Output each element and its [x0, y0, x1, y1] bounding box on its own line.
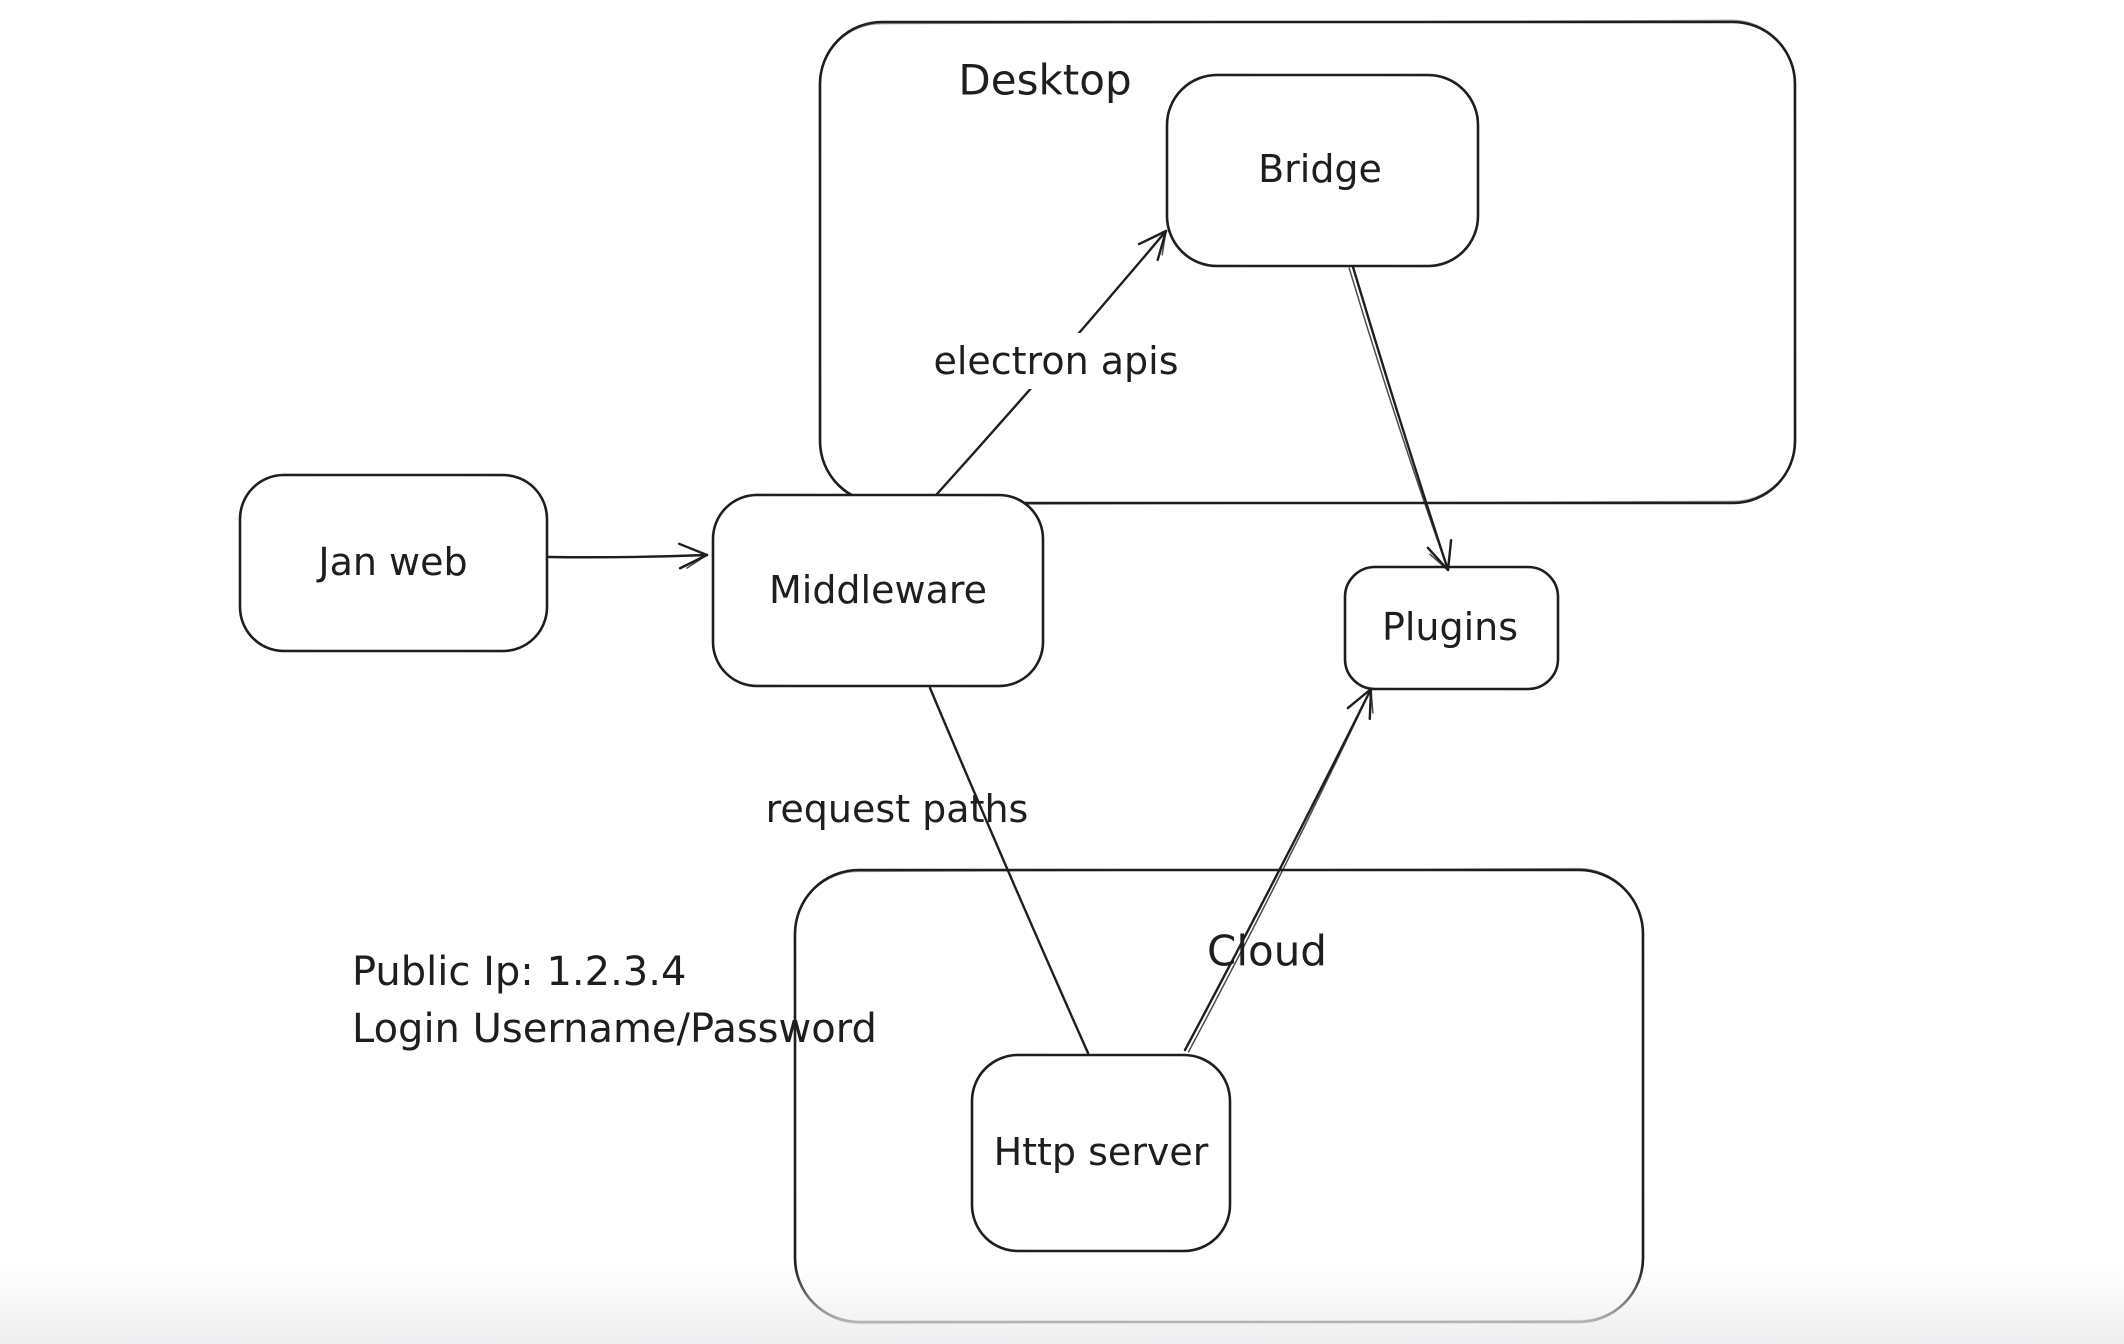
container-label-desktop: Desktop: [958, 56, 1131, 105]
edge-middleware-to-httpserver[interactable]: request paths: [766, 686, 1090, 1055]
node-label-middleware: Middleware: [769, 568, 987, 612]
annotation-public-ip: Public Ip: 1.2.3.4: [352, 949, 687, 995]
container-label-cloud: Cloud: [1207, 927, 1327, 976]
edge-bridge-to-plugins[interactable]: [1348, 265, 1453, 572]
edge-httpserver-to-plugins[interactable]: [1183, 687, 1374, 1053]
edge-label-middleware-to-httpserver: request paths: [766, 787, 1029, 831]
node-label-plugins: Plugins: [1382, 605, 1518, 649]
node-label-jan-web: Jan web: [316, 540, 467, 584]
edge-janweb-to-middleware[interactable]: [547, 542, 709, 570]
edge-label-middleware-to-bridge: electron apis: [923, 333, 1189, 389]
node-jan-web[interactable]: Jan web: [238, 473, 549, 653]
node-plugins[interactable]: Plugins: [1343, 565, 1560, 691]
node-middleware[interactable]: Middleware: [711, 493, 1045, 688]
node-label-bridge: Bridge: [1258, 147, 1382, 191]
edge-label-text-middleware-to-bridge: electron apis: [933, 339, 1178, 383]
edge-label-bg-middleware-to-bridge: [923, 333, 1189, 389]
node-bridge[interactable]: Bridge: [1165, 73, 1480, 268]
annotation-login: Login Username/Password: [352, 1006, 877, 1052]
container-cloud[interactable]: Cloud: [793, 867, 1645, 1325]
annotation-text-block[interactable]: Public Ip: 1.2.3.4 Login Username/Passwo…: [352, 944, 877, 1058]
edge-label-text-middleware-to-httpserver: request paths: [766, 787, 1029, 831]
node-http-server[interactable]: Http server: [970, 1053, 1232, 1253]
node-label-http-server: Http server: [994, 1130, 1209, 1174]
container-desktop[interactable]: Desktop: [818, 19, 1797, 506]
edge-middleware-to-bridge[interactable]: electron apis: [923, 229, 1189, 496]
